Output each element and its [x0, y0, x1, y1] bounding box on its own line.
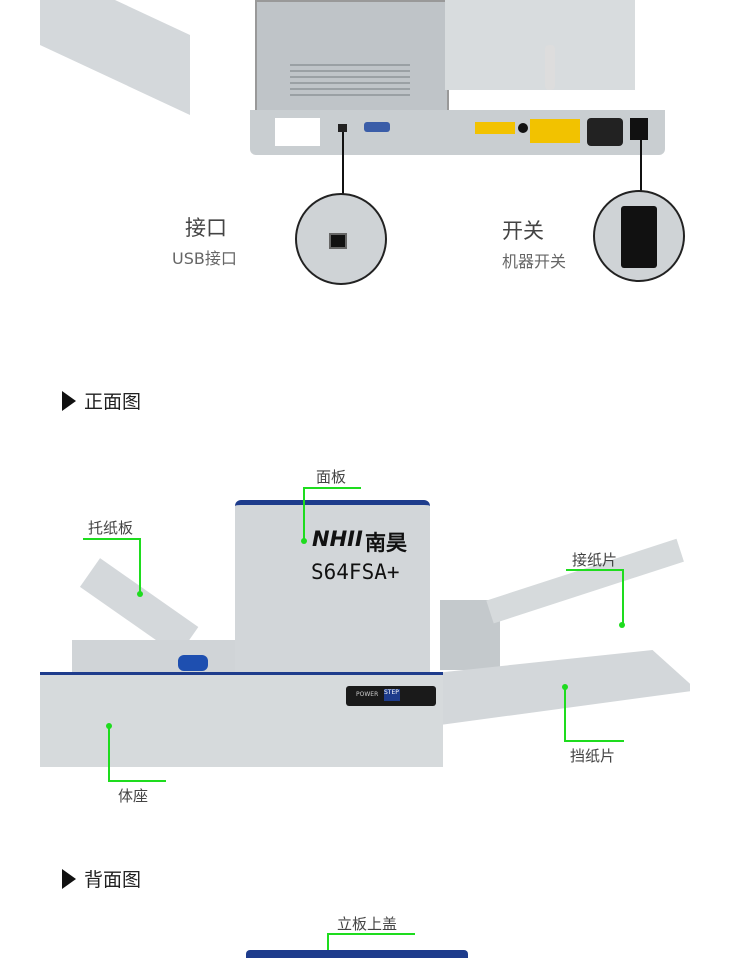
switch-callout-line — [640, 140, 642, 192]
callout-dot — [619, 622, 625, 628]
switch-detail-circle — [593, 190, 685, 282]
step-button[interactable]: STEP — [384, 689, 400, 701]
rear-machine — [0, 0, 750, 160]
knob — [518, 123, 528, 133]
power-label: POWER — [356, 691, 379, 698]
power-switch — [630, 118, 648, 140]
usb-title: 接口 — [185, 216, 227, 240]
usb-port — [338, 124, 347, 132]
tray-plate — [40, 0, 190, 115]
back-view-heading: 背面图 — [62, 865, 141, 892]
chevron-right-icon — [62, 868, 76, 889]
front-view-title: 正面图 — [84, 391, 142, 413]
blue-handle — [178, 655, 208, 671]
brand-cn: 南昊 — [365, 531, 407, 555]
usb-subtitle: USB接口 — [172, 249, 237, 268]
rear-label — [275, 118, 320, 146]
callout-dot — [562, 684, 568, 690]
brand-logo: NHII — [312, 527, 363, 551]
warning-sticker — [475, 122, 515, 134]
control-panel: POWER STEP — [346, 686, 436, 706]
label-top-cover: 立板上盖 — [337, 915, 398, 933]
back-view-title: 背面图 — [84, 869, 142, 891]
model-name: S64FSA+ — [311, 560, 400, 584]
vent — [290, 60, 410, 100]
label-stopper: 挡纸片 — [570, 747, 616, 765]
usb-port-icon — [329, 233, 347, 249]
switch-title: 开关 — [502, 219, 544, 243]
chevron-right-icon — [62, 390, 76, 411]
callout-dot — [137, 591, 143, 597]
caution-sticker — [530, 119, 580, 143]
usb-callout-line — [342, 132, 344, 194]
callout-dot — [106, 723, 112, 729]
serial-port — [364, 122, 390, 132]
tray-base — [72, 640, 242, 675]
antenna — [545, 45, 555, 90]
machine-base: POWER STEP — [40, 672, 443, 767]
rocker-switch-icon — [621, 206, 657, 268]
power-socket — [587, 118, 623, 146]
front-view-heading: 正面图 — [62, 387, 141, 414]
switch-subtitle: 机器开关 — [502, 252, 567, 271]
label-receiver: 接纸片 — [572, 551, 618, 569]
receiver-plate — [445, 0, 635, 90]
callout-dot — [301, 538, 307, 544]
top-cover — [246, 950, 468, 958]
panel-body: NHII 南昊 S64FSA+ — [235, 500, 430, 677]
usb-detail-circle — [295, 193, 387, 285]
label-base: 体座 — [118, 787, 149, 805]
label-tray: 托纸板 — [88, 519, 134, 537]
label-panel: 面板 — [316, 468, 347, 486]
